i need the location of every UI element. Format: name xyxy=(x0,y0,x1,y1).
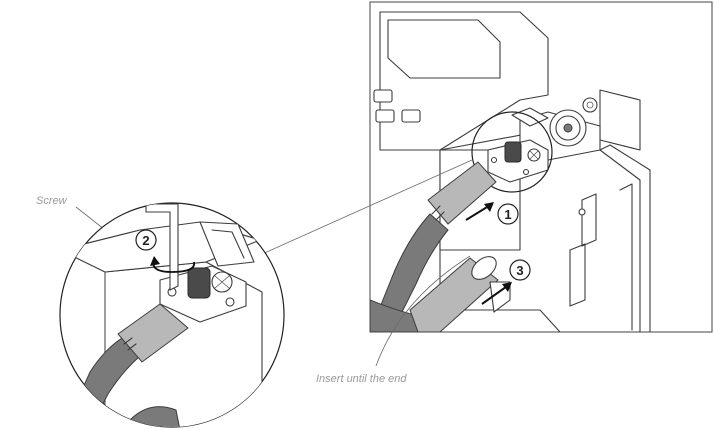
screw-label: Screw xyxy=(36,195,68,207)
cable-lower xyxy=(370,256,511,332)
step-badge-3: 3 xyxy=(509,259,531,281)
step-badge-1: 1 xyxy=(497,203,519,225)
side-rib xyxy=(619,183,633,331)
side-screw xyxy=(582,97,598,113)
rotation-arrow xyxy=(152,259,195,273)
side-bracket xyxy=(599,89,641,151)
zoom-connector-block xyxy=(159,265,247,323)
keypad-button xyxy=(375,109,395,123)
insert-label: Insert until the end xyxy=(316,373,407,385)
device-screen xyxy=(387,19,501,79)
side-screw xyxy=(586,101,594,109)
step-number-2: 2 xyxy=(142,233,149,248)
insert-arrow-1-head xyxy=(484,202,494,212)
insert-leader-line xyxy=(375,255,471,367)
connector-block xyxy=(487,139,549,183)
side-rib xyxy=(569,243,586,307)
keypad-button xyxy=(373,89,393,103)
zoom-leader-line xyxy=(239,159,473,265)
zoom-detail-circle: 2 xyxy=(59,202,285,428)
zoom-bracket xyxy=(199,221,255,267)
step-number-3: 3 xyxy=(516,263,523,278)
hex-key-tool xyxy=(145,203,179,291)
side-rib xyxy=(599,144,651,332)
step-number-1: 1 xyxy=(504,207,511,222)
insert-arrow-3-head xyxy=(502,282,512,292)
panel-screw xyxy=(578,208,586,216)
side-rib xyxy=(581,193,597,247)
device-overview-panel: 1 3 xyxy=(369,1,713,333)
zoom-highlight-circle xyxy=(471,111,553,193)
cable-upper xyxy=(370,161,497,332)
keypad-button xyxy=(401,109,421,123)
step-badge-2: 2 xyxy=(135,229,157,251)
